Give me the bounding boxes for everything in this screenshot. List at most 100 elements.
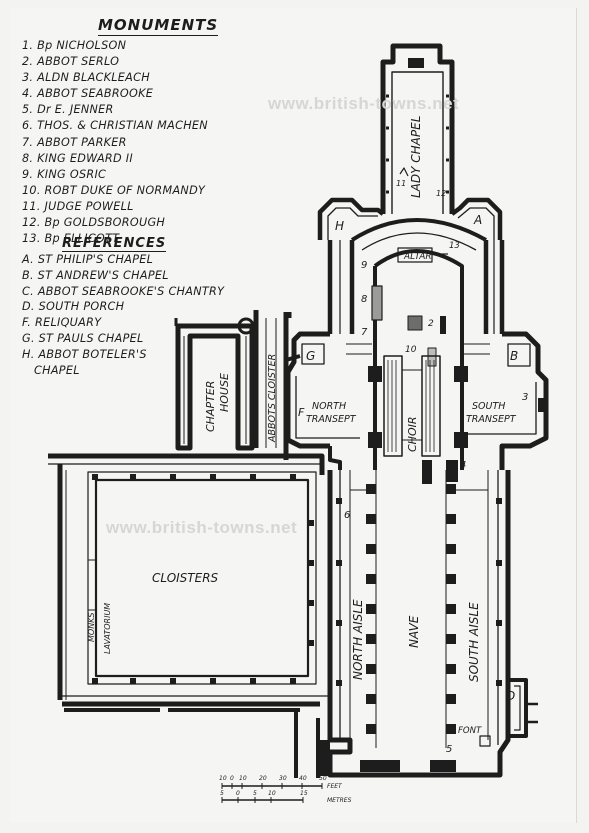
reference-item: CHAPEL [34,363,80,377]
scale-metres-ticks [221,797,304,803]
font-basin [479,735,491,747]
south-transept [462,331,549,470]
cloisters [48,453,330,707]
scale-metres-tick-label: 0 [236,790,240,797]
scale-bar: 10 0 10 20 30 40 50 FEET 5 0 5 10 15 MET… [219,775,352,804]
watermark-top: www.british-towns.net [268,94,460,113]
south-porch [508,678,538,738]
number-12: 12 [436,189,446,198]
scale-metres-tick-label: 5 [220,790,224,797]
scale-feet-tick-label: 50 [319,775,327,782]
north-transept-label-1: NORTH [312,401,346,412]
monuments-list: 1. Bp NICHOLSON 2. ABBOT SERLO 3. ALDN B… [22,38,208,247]
scale-feet-tick-label: 20 [259,775,267,782]
presbytery-monuments [371,285,446,367]
scale-metres-unit: METRES [327,797,352,804]
choir-label: CHOIR [406,417,419,453]
south-transept-label-1: SOUTH [472,401,505,412]
letter-g: G [306,349,315,363]
abbots-cloister [253,310,301,460]
west-walls [64,708,330,778]
crossing-piers [368,366,468,484]
monuments-title: MONUMENTS [98,16,219,36]
letter-f: F [298,406,305,419]
lady-chapel [380,43,455,214]
scale-feet-tick-label: 40 [299,775,307,782]
number-3: 3 [522,392,528,403]
number-2: 2 [428,319,434,329]
scale-feet-tick-label: 0 [230,775,234,782]
reference-item: D. SOUTH PORCH [22,300,125,314]
lavatorium-label-1: MONKS [87,612,96,642]
scale-metres-tick-label: 10 [268,790,276,797]
watermark-middle: www.british-towns.net [106,518,298,537]
monument-item: 7. ABBOT PARKER [22,135,127,149]
monument-item: 11. JUDGE POWELL [22,199,134,213]
references-title: REFERENCES [62,236,167,252]
monument-item: 13. Bp ELLICOTT [22,232,120,246]
scale-feet-tick-label: 10 [219,775,227,782]
chapel-h [317,197,385,240]
page-frame [10,8,577,823]
reference-item: C. ABBOT SEABROOKE'S CHANTRY [22,284,225,298]
number-8: 8 [361,294,367,305]
number-4: 4 [460,460,466,471]
number-10: 10 [405,345,417,355]
scale-feet-tick-label: 10 [239,775,247,782]
cloisters-label: CLOISTERS [152,571,219,585]
number-5: 5 [446,744,452,755]
nave-piers [336,484,502,772]
lavatorium-label-2: LAVATORIUM [103,603,112,654]
number-7: 7 [361,327,368,338]
abbots-cloister-label: ABBOTS CLOISTER [267,354,278,443]
plan-labels: LADY CHAPEL ALTAR CHOIR NORTH TRANSEPT S… [87,116,528,755]
altar-label: ALTAR [403,252,432,262]
scale-metres-tick-label: 5 [253,790,257,797]
references-list: A. ST PHILIP'S CHAPEL B. ST ANDREW'S CHA… [22,252,224,378]
north-aisle-label: NORTH AISLE [351,599,365,680]
monument-item: 8. KING EDWARD II [22,151,133,165]
monument-item: 6. THOS. & CHRISTIAN MACHEN [22,119,208,133]
chapel-a [450,197,503,240]
monument-item: 3. ALDN BLACKLEACH [22,71,150,85]
reference-item: F. RELIQUARY [22,316,102,330]
number-13: 13 [449,241,460,251]
monument-item: 4. ABBOT SEABROOKE [22,87,154,101]
monument-item: 5. Dr E. JENNER [22,103,114,117]
nave-label: NAVE [407,615,421,648]
chapter-house-label-1: CHAPTER [204,381,217,432]
scale-feet-ticks [221,783,323,789]
monument-item: 1. Bp NICHOLSON [22,39,127,52]
scale-metres-tick-label: 15 [300,790,308,797]
monument-item: 12. Bp GOLDSBOROUGH [22,216,166,230]
cloister-buttresses [92,474,314,684]
south-transept-label-2: TRANSEPT [466,414,517,425]
monument-item: 10. ROBT DUKE OF NORMANDY [22,183,206,197]
chapter-house [175,317,255,451]
letter-b: B [510,349,518,363]
number-9: 9 [361,260,367,271]
lady-chapel-label: LADY CHAPEL [409,116,423,198]
north-transept-label-2: TRANSEPT [306,414,357,425]
letter-d: D [506,689,515,703]
reference-item: A. ST PHILIP'S CHAPEL [22,253,154,266]
nave-arcade [350,470,488,748]
stub-walls [174,312,292,326]
letter-a: A [473,213,482,227]
reference-item: H. ABBOT BOTELER'S [22,347,147,361]
monument-item: 9. KING OSRIC [22,167,107,181]
reference-item: B. ST ANDREW'S CHAPEL [22,268,169,282]
choir-stalls [383,355,441,457]
south-aisle-label: SOUTH AISLE [467,602,481,682]
chapter-house-label-2: HOUSE [218,373,231,412]
number-6: 6 [344,510,350,521]
monument-item: 2. ABBOT SERLO [22,55,120,69]
letter-c: C [449,470,456,481]
font-label: FONT [458,726,482,736]
number-11: 11 [396,179,406,188]
reference-item: G. ST PAULS CHAPEL [22,331,144,345]
scale-feet-tick-label: 30 [279,775,287,782]
north-transept [285,331,372,470]
